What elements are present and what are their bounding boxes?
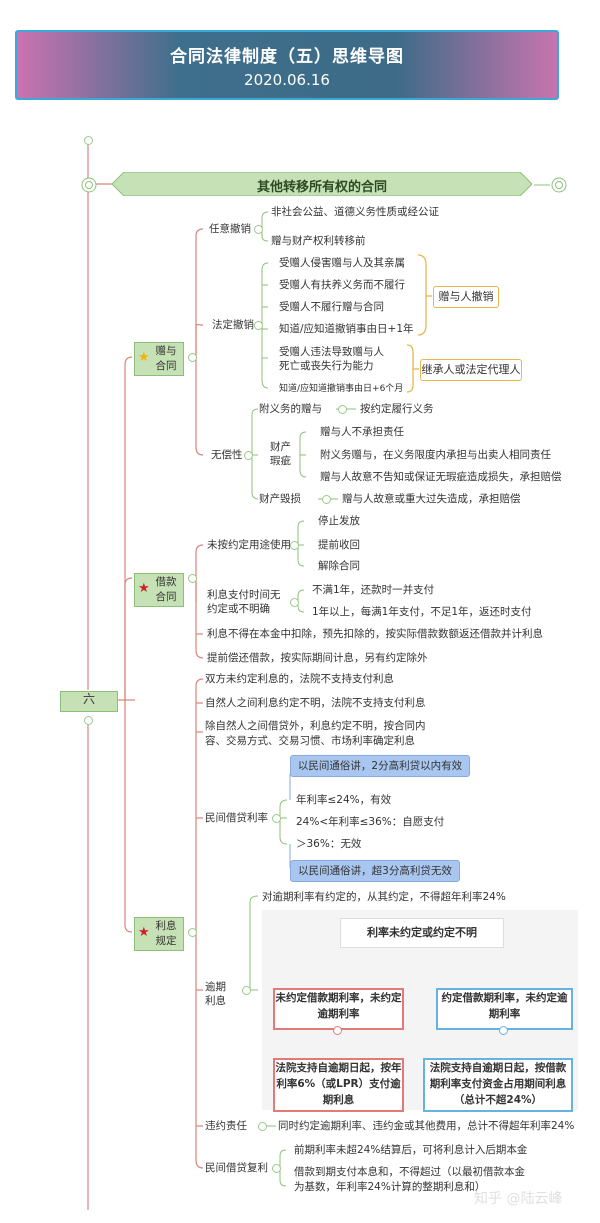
legal-revoke-item: 受赠人有扶养义务而不履行 (279, 279, 405, 291)
node-dot[interactable] (188, 928, 197, 937)
legal-revoke-item: 受赠人侵害赠与人及其亲属 (279, 257, 405, 269)
misuse-item: 停止发放 (318, 515, 360, 527)
target-icon (534, 177, 567, 193)
loan-contract-node[interactable]: ★ 借款合同 (134, 573, 184, 607)
property-damage-label: 财产毁损 (259, 493, 301, 505)
compound-item: 前期利率未超24%结算后，可将利息计入后期本金 (294, 1144, 528, 1156)
node-dot[interactable] (242, 986, 251, 995)
node-dot[interactable] (322, 495, 331, 504)
no-fault-label: 无偿性 (211, 449, 243, 461)
defect-item: 赠与人故意不告知或保证无瑕疵造成损失，承担赔偿 (320, 471, 562, 483)
central-title: 其他转移所有权的合同 (256, 180, 387, 195)
private-rate-item: 年利率≤24%，有效 (296, 794, 392, 806)
legal-revoke-item: 知道/应知道撤销事由日+1年 (279, 323, 414, 335)
node-dot[interactable] (188, 574, 197, 583)
private-rate-item: 24%<年利率≤36%：自愿支付 (296, 816, 445, 828)
compound-item: 借款到期支付本息和，不得超过（以最初借款本金为基数，年利率24%计算的整期利息和… (294, 1166, 525, 1193)
defect-item: 赠与人不承担责任 (320, 426, 404, 438)
central-topic[interactable]: 其他转移所有权的合同 (112, 172, 532, 196)
node-dot[interactable] (272, 814, 281, 823)
property-damage-item: 赠与人故意或重大过失造成，承担赔偿 (342, 493, 521, 505)
private-rate-item: ＞36%：无效 (296, 838, 362, 850)
node-dot[interactable] (499, 1026, 508, 1035)
court-loan-rate-box: 法院支持自逾期日起，按借款期利率支付资金占用期间利息（总计不超24%） (423, 1058, 573, 1112)
header-banner: 合同法律制度（五）思维导图 2020.06.16 (15, 30, 559, 100)
node-dot[interactable] (254, 225, 263, 234)
loan-contract-label: 借款合同 (155, 576, 177, 603)
interest-time-item: 不满1年，还款时一并支付 (312, 584, 435, 596)
node-dot[interactable] (254, 321, 263, 330)
misuse-item: 提前收回 (318, 539, 360, 551)
node-dot[interactable] (272, 1164, 281, 1173)
ribbon-shape (112, 172, 532, 196)
header-title: 合同法律制度（五）思维导图 (170, 47, 404, 67)
folk-note-bottom: 以民间通俗讲，超3分高利贷无效 (290, 860, 460, 882)
interest-rule: 双方未约定利息的，法院不支持支付利息 (205, 673, 394, 685)
voluntary-revoke-label: 任意撤销 (209, 223, 251, 235)
gift-contract-node[interactable]: ★ 赠与合同 (134, 342, 184, 376)
watermark: 知乎 @陆云峰 (474, 1191, 563, 1207)
duty-gift-item: 按约定履行义务 (360, 403, 434, 415)
early-repay-rule: 提前偿还借款，按实际期间计息，另有约定除外 (207, 652, 428, 664)
star-icon: ★ (138, 581, 150, 596)
compound-label: 民间借贷复利 (205, 1162, 268, 1174)
rate-agreed-box: 约定借款期利率，未约定逾期利率 (436, 988, 573, 1030)
deduct-rule: 利息不得在本金中扣除，预先扣除的，按实际借款数额返还借款并计利息 (207, 628, 543, 640)
node-dot[interactable] (84, 716, 93, 725)
interest-rule: 除自然人之间借贷外，利息约定不明，按合同内容、交易方式、交易习惯、市场利率确定利… (205, 720, 426, 747)
node-dot[interactable] (258, 1122, 267, 1131)
voluntary-revoke-item: 赠与财产权利转移前 (271, 235, 366, 247)
interest-rule: 自然人之间利息约定不明，法院不支持支付利息 (205, 697, 426, 709)
interest-rules-node[interactable]: ★ 利息规定 (134, 917, 184, 951)
defect-item: 附义务赠与，在义务限度内承担与出卖人相同责任 (320, 449, 551, 461)
legal-revoke-item: 受赠人违法导致赠与人死亡或丧失行为能力 (279, 346, 384, 372)
interest-time-item: 1年以上，每满1年支付，不足1年，返还时支付 (312, 606, 532, 618)
gift-contract-label: 赠与合同 (155, 345, 177, 372)
no-rate-box: 未约定借款期利率，未约定逾期利率 (273, 988, 404, 1030)
node-dot[interactable] (84, 136, 93, 145)
breach-label: 违约责任 (205, 1120, 247, 1132)
overdue-interest-label: 逾期利息 (205, 981, 226, 1007)
interest-time-label: 利息支付时间无约定或不明确 (207, 589, 281, 615)
overdue-agreed-rule: 对逾期利率有约定的，从其约定，不得超年利率24% (262, 891, 506, 903)
legal-revoke-label: 法定撤销 (212, 319, 254, 331)
overdue-chart-title: 利率未约定或约定不明 (340, 918, 504, 948)
star-icon: ★ (138, 350, 150, 365)
misuse-label: 未按约定用途使用 (207, 539, 291, 551)
misuse-item: 解除合同 (318, 560, 360, 572)
property-defect-label: 财产瑕疵 (270, 441, 291, 467)
node-dot[interactable] (244, 451, 253, 460)
node-dot[interactable] (290, 541, 299, 550)
voluntary-revoke-item: 非社会公益、道德义务性质或经公证 (271, 206, 439, 218)
breach-item: 同时约定逾期利率、违约金或其他费用，总计不得超年利率24% (278, 1120, 575, 1132)
private-rate-label: 民间借贷利率 (205, 812, 268, 824)
heir-revoke-tag: 继承人或法定代理人 (420, 359, 522, 381)
legal-revoke-item: 知道/应知道撤销事由日+6个月 (279, 384, 404, 394)
target-icon (81, 177, 97, 193)
node-dot[interactable] (333, 1026, 342, 1035)
legal-revoke-item: 受赠人不履行赠与合同 (279, 301, 384, 313)
folk-note-top: 以民间通俗讲，2分高利贷以内有效 (290, 755, 470, 777)
donor-revoke-tag: 赠与人撤销 (433, 286, 499, 308)
node-dot[interactable] (338, 405, 347, 414)
header-date: 2020.06.16 (244, 71, 330, 89)
interest-rules-label: 利息规定 (155, 920, 177, 947)
star-icon: ★ (138, 925, 150, 940)
court-6pct-box: 法院支持自逾期日起，按年利率6%（或LPR）支付逾期利息 (273, 1058, 404, 1112)
duty-gift-label: 附义务的赠与 (259, 403, 322, 415)
node-dot[interactable] (188, 353, 197, 362)
node-dot[interactable] (290, 598, 299, 607)
root-node[interactable]: 六 (60, 691, 118, 712)
